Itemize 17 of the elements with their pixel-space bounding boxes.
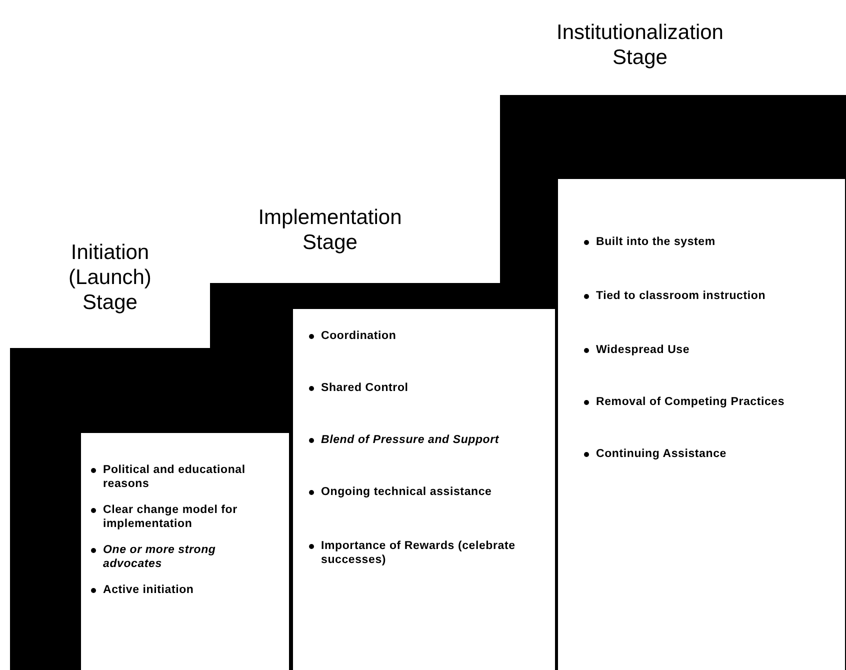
bullet-item: Removal of Competing Practices: [582, 395, 786, 409]
bullet-item: Shared Control: [307, 381, 561, 395]
bullet-item: Clear change model for implementation: [89, 503, 263, 531]
bullet-item: Coordination: [307, 329, 561, 343]
bullet-item: Blend of Pressure and Support: [307, 433, 511, 447]
bullet-item: Built into the system: [582, 235, 846, 249]
stage-heading: Initiation (Launch) Stage: [68, 240, 152, 315]
bullet-item: Political and educational reasons: [89, 463, 263, 491]
stage-heading: Implementation Stage: [257, 205, 403, 255]
bullet-item: Importance of Rewards (celebrate successes): [307, 539, 521, 567]
bullet-item: Continuing Assistance: [582, 447, 846, 461]
bullet-item: Widespread Use: [582, 343, 846, 357]
stage-heading: Institutionalization Stage: [556, 20, 724, 70]
bullet-item: Tied to classroom instruction: [582, 289, 816, 303]
bullet-item: One or more strong advocates: [89, 543, 263, 571]
bullet-item: Active initiation: [89, 583, 283, 597]
bullet-item: Ongoing technical assistance: [307, 485, 501, 499]
